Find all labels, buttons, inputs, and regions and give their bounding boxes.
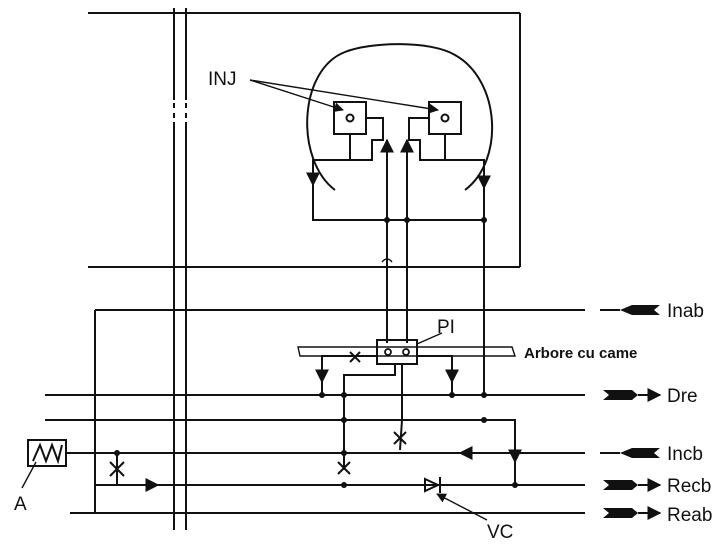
reab-label: Reab [667, 505, 712, 526]
pi-label: PI [437, 317, 455, 338]
arrow-incb [600, 448, 660, 458]
arbore-label: Arbore cu came [524, 345, 637, 362]
arrow-recb [603, 478, 662, 492]
dre-label: Dre [667, 386, 698, 407]
dre-line [45, 392, 585, 398]
pump-injector [376, 332, 443, 365]
inab-line [94, 309, 585, 486]
camshaft-band [297, 346, 516, 357]
arrow-reab [603, 506, 662, 520]
bulkhead-wall [173, 8, 187, 530]
arrow-inab [600, 305, 660, 315]
vc-label: VC [487, 522, 513, 543]
supply-line-2 [45, 417, 522, 487]
inj-label: INJ [208, 69, 237, 90]
recb-line [109, 453, 585, 493]
valve-lower-left [337, 461, 351, 475]
incb-label: Incb [667, 444, 703, 465]
inab-label: Inab [667, 301, 704, 322]
a-label: A [14, 494, 27, 515]
engine-housing [88, 12, 521, 268]
cylinder-head [306, 43, 494, 191]
injector-right [408, 101, 462, 161]
incb-line [70, 446, 585, 460]
injector-left [333, 101, 384, 161]
recb-label: Recb [667, 476, 711, 497]
accumulator-a [21, 439, 95, 489]
arrow-dre [603, 388, 662, 402]
valve-pi-branch [393, 431, 407, 445]
